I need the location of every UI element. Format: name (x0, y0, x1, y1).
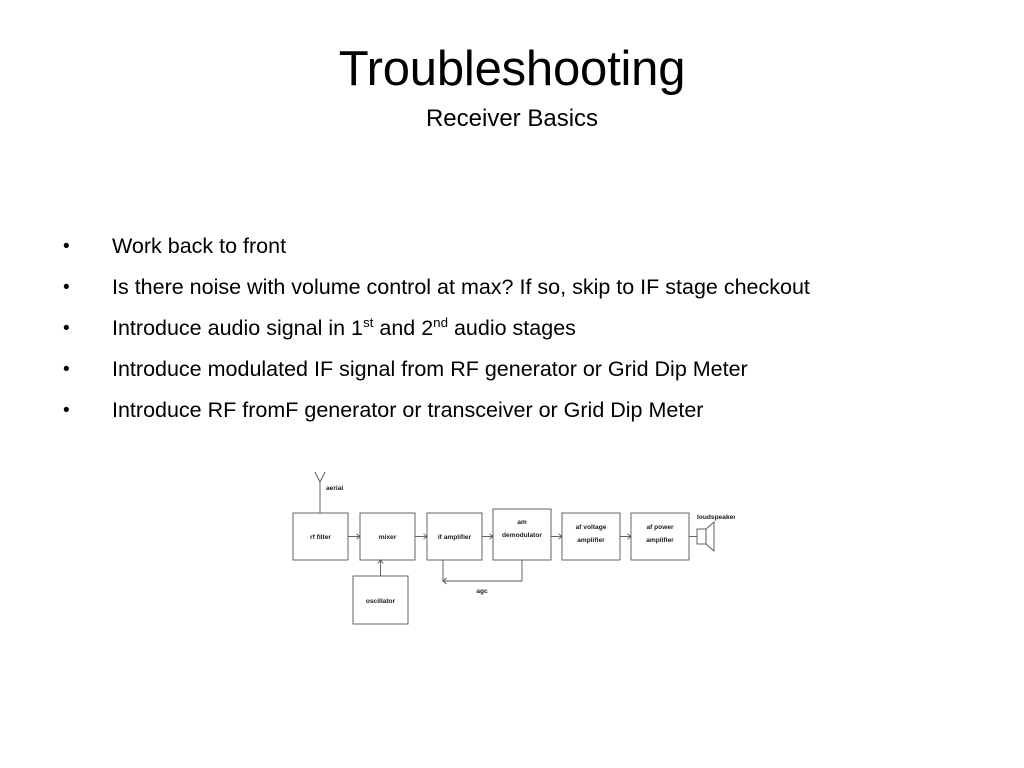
bullet-icon: • (63, 400, 70, 421)
arrow-am-demodulator-to-af-voltage-amplifier (551, 533, 563, 540)
agc-feedback-path (442, 560, 523, 585)
list-item-text-part: and 2 (373, 316, 434, 340)
bullet-icon: • (63, 277, 70, 298)
list-item: • Introduce RF fromF generator or transc… (58, 390, 988, 431)
block-mixer-label: mixer (379, 534, 397, 541)
bullet-icon: • (63, 236, 70, 257)
block-am-demodulator-label-line2: demodulator (502, 532, 542, 539)
block-if-amplifier-label: if amplifier (438, 534, 472, 541)
arrow-mixer-to-if-amplifier (415, 533, 428, 540)
list-item-text: Introduce RF fromF generator or transcei… (112, 398, 704, 422)
arrow-af-voltage-to-af-power-amplifier (620, 533, 632, 540)
list-item: • Is there noise with volume control at … (58, 267, 988, 308)
aerial-icon (314, 471, 326, 513)
block-af-power-amplifier-label-line1: af power (646, 524, 674, 531)
bullet-icon: • (63, 359, 70, 380)
arrow-rf-filter-to-mixer (348, 533, 361, 540)
page-title: Troubleshooting (338, 42, 686, 96)
block-af-voltage-amplifier-label-line2: amplifier (577, 537, 605, 544)
block-af-voltage-amplifier (561, 512, 621, 561)
title-block: Troubleshooting Receiver Basics (0, 42, 1024, 134)
ordinal-suffix-second: nd (433, 314, 448, 330)
bullet-icon: • (63, 318, 70, 339)
list-item-text-part: audio stages (448, 316, 576, 340)
block-mixer (359, 512, 416, 561)
ordinal-suffix-first: st (363, 314, 374, 330)
bullet-list: • Work back to front • Is there noise wi… (58, 226, 988, 431)
page-subtitle: Receiver Basics (425, 104, 599, 132)
list-item: • Work back to front (58, 226, 988, 267)
block-af-voltage-amplifier-label-line1: af voltage (576, 524, 607, 531)
list-item-text: Introduce modulated IF signal from RF ge… (112, 357, 748, 381)
block-am-demodulator-label-line1: am (517, 519, 527, 526)
loudspeaker-label: loudspeaker (697, 514, 735, 521)
block-rf-filter-label: rf filter (310, 534, 331, 541)
receiver-block-diagram: aerial rf filter mixer oscillator if amp… (285, 466, 735, 636)
arrow-if-amplifier-to-am-demodulator (482, 533, 494, 540)
list-item: • Introduce modulated IF signal from RF … (58, 349, 988, 390)
block-rf-filter (292, 512, 349, 561)
list-item: • Introduce audio signal in 1st and 2nd … (58, 308, 988, 349)
block-af-power-amplifier-label-line2: amplifier (646, 537, 674, 544)
loudspeaker-icon (689, 521, 715, 552)
list-item-text: Introduce audio signal in 1st and 2nd au… (112, 308, 576, 349)
aerial-label: aerial (326, 485, 343, 492)
agc-label: agc (476, 588, 488, 595)
list-item-text-part: Introduce audio signal in 1 (112, 316, 364, 340)
block-af-power-amplifier (630, 512, 690, 561)
list-item-text: Is there noise with volume control at ma… (112, 275, 810, 299)
arrow-oscillator-to-mixer (377, 559, 384, 576)
block-oscillator-label: oscillator (366, 598, 396, 605)
list-item-text: Work back to front (112, 234, 287, 258)
